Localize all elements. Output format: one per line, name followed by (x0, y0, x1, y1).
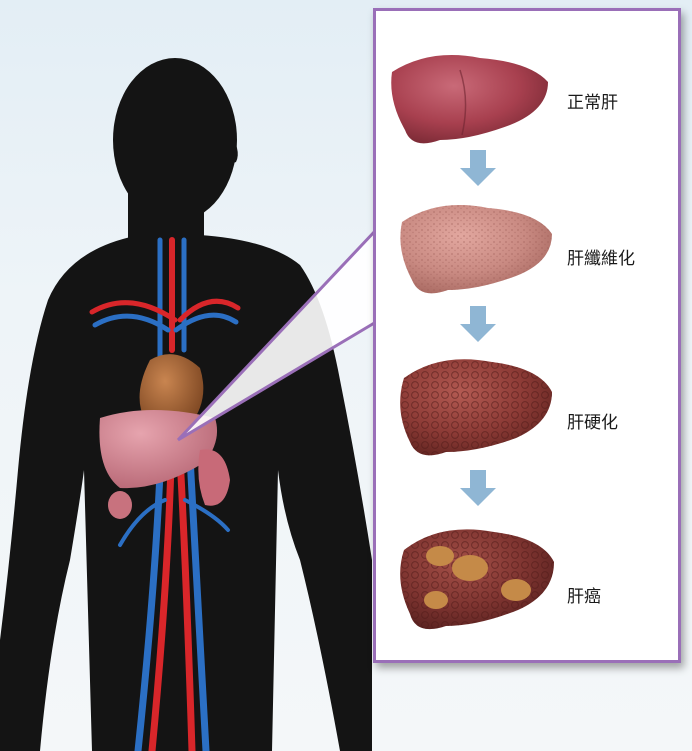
tumor-spot (424, 591, 448, 609)
stage-label-fibrosis: 肝纖維化 (567, 244, 635, 269)
liver-cancer (400, 529, 554, 629)
stage-label-cancer: 肝癌 (567, 582, 601, 607)
stage-label-cirrhosis: 肝硬化 (567, 408, 618, 433)
down-arrow-icon (460, 470, 496, 506)
tumor-spot (501, 579, 531, 601)
liver-fibrosis (400, 205, 552, 293)
down-arrow-icon (460, 306, 496, 342)
down-arrow-icon (460, 150, 496, 186)
tumor-spot (452, 555, 488, 581)
liver-normal (391, 55, 548, 143)
stage-label-normal: 正常肝 (567, 88, 618, 113)
tumor-spot (426, 546, 454, 566)
liver-cirrhosis (400, 359, 552, 455)
